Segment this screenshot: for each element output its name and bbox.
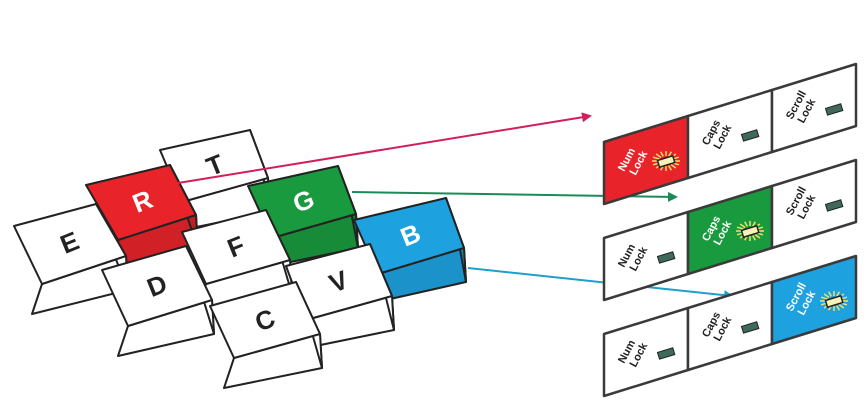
lock-segment-num: NumLock (602, 114, 690, 206)
lock-panels: NumLockCapsLockScrollLockNumLockCapsLock… (602, 62, 858, 398)
arrow-blue (467, 267, 734, 301)
key-b: B (353, 197, 467, 305)
key-f: F (181, 209, 293, 315)
led-off-icon (824, 103, 844, 116)
led-on-icon (740, 224, 760, 239)
led-off-icon (824, 199, 844, 212)
lock-segment-num: NumLock (602, 306, 690, 398)
led-off-icon (656, 347, 676, 360)
arrow-red (177, 112, 592, 184)
led-off-icon (740, 321, 760, 334)
lock-segment-scroll: ScrollLock (770, 254, 858, 346)
led-on-icon (656, 154, 676, 169)
lock-segment-scroll: ScrollLock (770, 158, 858, 250)
lock-segment-caps: CapsLock (686, 280, 774, 372)
led-off-icon (740, 129, 760, 142)
lock-segment-scroll: ScrollLock (770, 62, 858, 154)
key-c: C (209, 281, 323, 389)
lock-segment-num: NumLock (602, 210, 690, 302)
lock-segment-caps: CapsLock (686, 88, 774, 180)
led-on-icon (824, 294, 844, 309)
key-d: D (101, 245, 215, 357)
lock-segment-caps: CapsLock (686, 184, 774, 276)
glow-rays-icon (820, 291, 848, 311)
led-off-icon (656, 251, 676, 264)
